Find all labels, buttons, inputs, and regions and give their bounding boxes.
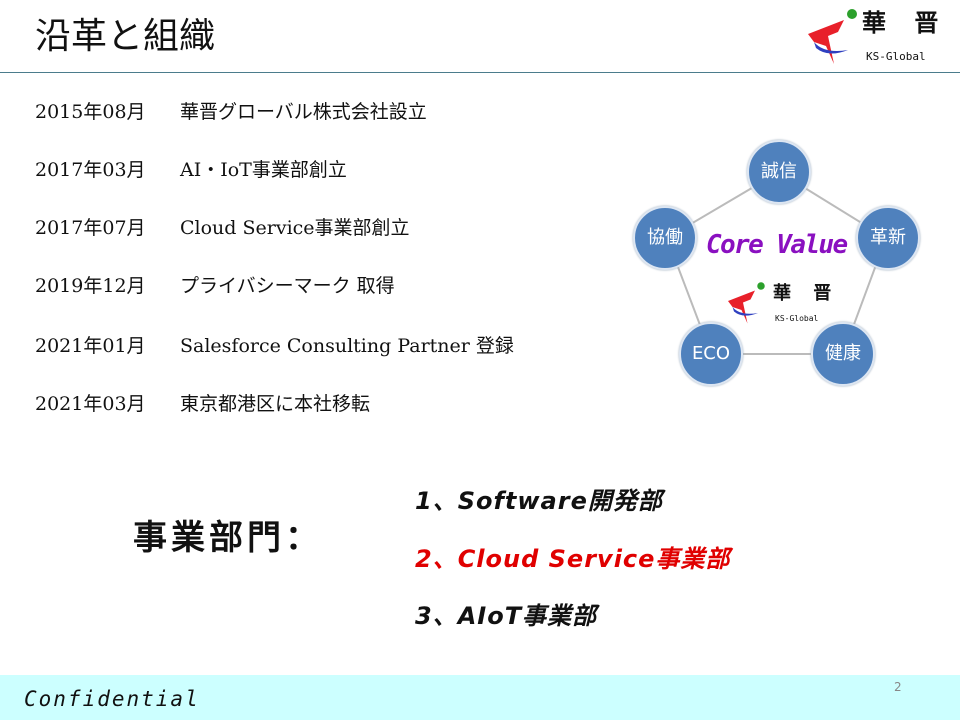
core-value-title: Core Value [706, 230, 848, 260]
history-row: 2017年07月 Cloud Service事業部創立 [35, 216, 410, 240]
department-item: 1、Software開発部 [415, 487, 663, 515]
history-date: 2015年08月 [35, 101, 146, 123]
history-event: Salesforce Consulting Partner 登録 [180, 335, 514, 357]
logo-mark-icon [728, 282, 765, 324]
history-date: 2021年01月 [35, 335, 146, 357]
history-row: 2021年01月 Salesforce Consulting Partner 登録 [35, 334, 514, 358]
history-date: 2021年03月 [35, 393, 146, 415]
header-divider [0, 72, 960, 73]
history-date: 2019年12月 [35, 275, 146, 297]
value-node: ECO [679, 322, 743, 386]
company-logo: 華 晋 KS-Global [804, 6, 954, 68]
history-event: 華晋グローバル株式会社設立 [180, 101, 427, 123]
history-row: 2015年08月 華晋グローバル株式会社設立 [35, 100, 427, 124]
core-value-diagram: 誠信 革新 健康 ECO 協働 Core Value 華 晋 KS-Global [630, 130, 930, 390]
history-date: 2017年03月 [35, 159, 146, 181]
history-date: 2017年07月 [35, 217, 146, 239]
value-node: 健康 [811, 322, 875, 386]
history-row: 2017年03月 AI・IoT事業部創立 [35, 158, 347, 182]
value-node: 革新 [856, 206, 920, 270]
history-event: プライバシーマーク 取得 [180, 275, 395, 297]
value-node: 協働 [633, 206, 697, 270]
history-row: 2021年03月 東京都港区に本社移転 [35, 392, 370, 416]
footer-band [0, 675, 960, 720]
confidential-label: Confidential [24, 687, 200, 711]
logo-mark-icon [808, 9, 857, 64]
logo-text: KS-Global [866, 50, 926, 63]
value-node: 誠信 [747, 140, 811, 204]
slide-title: 沿革と組織 [35, 16, 216, 57]
logo-kanji: 華 晋 [862, 8, 949, 37]
history-row: 2019年12月 プライバシーマーク 取得 [35, 274, 395, 298]
history-event: 東京都港区に本社移転 [180, 393, 371, 415]
core-value-logo: 華 晋 KS-Global [725, 280, 835, 330]
department-item: 3、AIoT事業部 [415, 602, 598, 630]
logo-kanji: 華 晋 [773, 283, 840, 304]
departments-label: 事業部門： [133, 518, 323, 558]
history-event: Cloud Service事業部創立 [180, 217, 410, 239]
logo-text: KS-Global [775, 314, 819, 323]
page-number: 2 [894, 680, 902, 694]
department-item-highlighted: 2、Cloud Service事業部 [415, 545, 731, 573]
history-event: AI・IoT事業部創立 [180, 159, 347, 181]
